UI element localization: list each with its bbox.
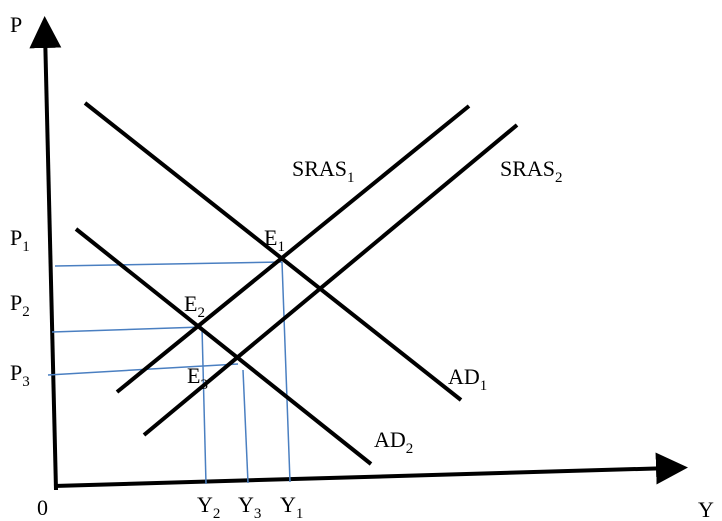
origin-label: 0 <box>37 495 48 520</box>
p1-label: P1 <box>10 225 30 255</box>
y2-label: Y2 <box>197 492 220 521</box>
ad2-curve <box>74 227 373 466</box>
y-axis-label: P <box>10 12 22 37</box>
y1-label: Y1 <box>280 492 303 521</box>
ad1-label: AD1 <box>448 364 487 394</box>
sras2-label: SRAS2 <box>500 156 563 186</box>
x-axis <box>53 452 688 488</box>
guide-p1 <box>54 261 283 267</box>
guide-y1 <box>281 261 291 483</box>
e3-label: E3 <box>187 363 208 393</box>
p3-label: P3 <box>10 360 30 390</box>
sras2-curve <box>142 123 519 437</box>
guide-p2 <box>51 326 203 333</box>
e2-label: E2 <box>184 291 205 321</box>
guide-y3 <box>242 369 249 484</box>
p2-label: P2 <box>10 290 30 320</box>
y-axis <box>29 16 62 491</box>
ad2-label: AD2 <box>374 427 413 457</box>
e1-label: E1 <box>264 225 285 255</box>
y3-label: Y3 <box>238 492 261 521</box>
ad1-curve <box>83 101 463 402</box>
sras1-label: SRAS1 <box>292 156 355 186</box>
guide-y2 <box>201 326 207 485</box>
sras1-curve <box>115 104 471 394</box>
x-axis-label: Y <box>698 497 714 521</box>
